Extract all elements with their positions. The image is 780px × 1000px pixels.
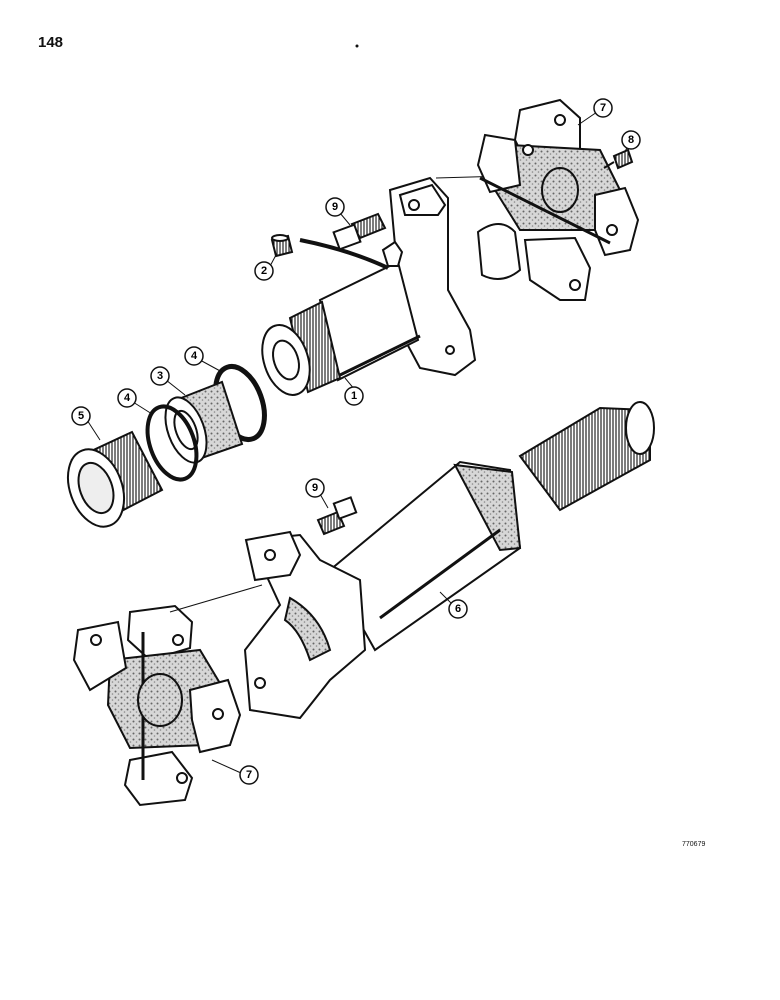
- bearing-3: [164, 380, 244, 464]
- callout-4-lower: 4: [117, 388, 153, 415]
- callout-8: 8: [621, 130, 641, 153]
- callout-5: 5: [71, 406, 101, 441]
- svg-text:4: 4: [191, 350, 198, 362]
- svg-text:4: 4: [124, 392, 131, 404]
- universal-joint-lower: [72, 604, 242, 807]
- callout-2: 2: [254, 254, 277, 281]
- callout-4-upper: 4: [184, 346, 223, 373]
- bolt-lower: [316, 496, 358, 536]
- bolt-upper: [332, 212, 387, 251]
- slip-yoke-shaft: [261, 176, 522, 396]
- svg-text:2: 2: [261, 265, 267, 277]
- callout-9-lower: 9: [305, 478, 329, 509]
- callout-9-upper: 9: [325, 197, 351, 226]
- universal-joint-upper: [476, 98, 640, 301]
- svg-text:8: 8: [628, 134, 634, 146]
- reference-line: [169, 584, 263, 613]
- svg-text:7: 7: [246, 769, 252, 781]
- svg-text:9: 9: [312, 482, 318, 494]
- svg-text:6: 6: [455, 603, 461, 615]
- svg-text:5: 5: [78, 410, 84, 422]
- drawing-code: 770679: [682, 841, 706, 848]
- callout-3: 3: [150, 366, 186, 396]
- ring-4-left: [145, 404, 199, 482]
- propeller-shaft: [243, 401, 655, 720]
- print-mark: [355, 44, 359, 48]
- callout-7-upper: 7: [577, 98, 613, 126]
- svg-text:7: 7: [600, 102, 606, 114]
- page-number: 148: [38, 34, 64, 51]
- callout-6: 6: [439, 591, 468, 619]
- pipe-plug: [270, 234, 294, 258]
- callout-7-lower: 7: [211, 759, 259, 785]
- svg-text:1: 1: [351, 390, 357, 402]
- svg-text:3: 3: [157, 370, 163, 382]
- dust-cap-5: [66, 430, 164, 528]
- grease-fitting: [603, 148, 634, 170]
- svg-text:9: 9: [332, 201, 338, 213]
- callout-1: 1: [344, 377, 364, 406]
